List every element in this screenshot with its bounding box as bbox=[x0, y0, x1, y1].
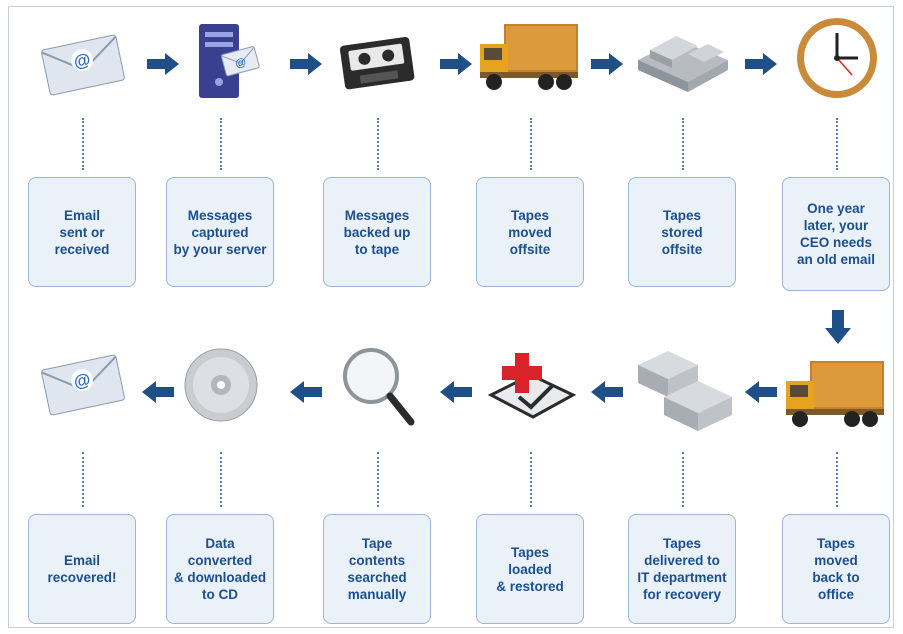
step-label: Tapes delivered to IT department for rec… bbox=[637, 536, 727, 602]
svg-text:@: @ bbox=[72, 50, 92, 72]
arrow-right-icon bbox=[440, 53, 472, 75]
diagram-frame bbox=[8, 6, 894, 628]
step-box: Data converted & downloaded to CD bbox=[166, 514, 274, 624]
connector-dots bbox=[220, 118, 222, 170]
step-box: Messages backed up to tape bbox=[323, 177, 431, 287]
arrow-left-icon bbox=[142, 381, 174, 403]
buildings-icon bbox=[628, 335, 738, 435]
clock-icon bbox=[782, 18, 892, 98]
cassette-tape-icon bbox=[323, 22, 433, 102]
arrow-right-icon bbox=[147, 53, 179, 75]
step-box: Email sent or received bbox=[28, 177, 136, 287]
server-icon: @ bbox=[166, 20, 276, 100]
connector-dots bbox=[82, 452, 84, 507]
connector-dots bbox=[82, 118, 84, 170]
warehouse-icon bbox=[628, 20, 738, 100]
step-box: Tape contents searched manually bbox=[323, 514, 431, 624]
arrow-right-icon bbox=[745, 53, 777, 75]
arrow-left-icon bbox=[745, 381, 777, 403]
step-label: Messages captured by your server bbox=[173, 207, 267, 257]
connector-dots bbox=[377, 452, 379, 507]
connector-dots bbox=[836, 452, 838, 507]
connector-dots bbox=[530, 452, 532, 507]
step-label: Email sent or received bbox=[54, 207, 110, 257]
connector-dots bbox=[836, 118, 838, 170]
restore-icon bbox=[476, 345, 586, 425]
step-label: Data converted & downloaded to CD bbox=[173, 536, 267, 602]
step-label: One year later, your CEO needs an old em… bbox=[796, 201, 876, 267]
arrow-left-icon bbox=[290, 381, 322, 403]
step-box: Messages captured by your server bbox=[166, 177, 274, 287]
connector-dots bbox=[682, 452, 684, 507]
step-label: Tapes moved offsite bbox=[508, 207, 552, 257]
step-label: Tapes stored offsite bbox=[661, 207, 703, 257]
arrow-right-icon bbox=[290, 53, 322, 75]
step-label: Tape contents searched manually bbox=[347, 536, 407, 602]
step-box: Tapes moved back to office bbox=[782, 514, 890, 624]
connector-dots bbox=[530, 118, 532, 170]
step-box: Tapes loaded & restored bbox=[476, 514, 584, 624]
arrow-down-icon bbox=[825, 310, 851, 344]
step-box: Tapes delivered to IT department for rec… bbox=[628, 514, 736, 624]
arrow-left-icon bbox=[440, 381, 472, 403]
arrow-left-icon bbox=[591, 381, 623, 403]
connector-dots bbox=[377, 118, 379, 170]
step-box: Tapes stored offsite bbox=[628, 177, 736, 287]
step-label: Tapes loaded & restored bbox=[496, 544, 564, 594]
svg-text:@: @ bbox=[72, 370, 92, 392]
envelope-icon: @ bbox=[28, 25, 138, 105]
envelope-icon: @ bbox=[28, 345, 138, 425]
connector-dots bbox=[682, 118, 684, 170]
svg-text:@: @ bbox=[234, 56, 248, 70]
magnifier-icon bbox=[323, 345, 433, 426]
step-box: Tapes moved offsite bbox=[476, 177, 584, 287]
step-label: Tapes moved back to office bbox=[812, 536, 860, 602]
arrow-right-icon bbox=[591, 53, 623, 75]
cd-icon bbox=[166, 345, 276, 425]
step-box: One year later, your CEO needs an old em… bbox=[782, 177, 890, 291]
step-box: Email recovered! bbox=[28, 514, 136, 624]
connector-dots bbox=[220, 452, 222, 507]
step-label: Messages backed up to tape bbox=[343, 207, 411, 257]
truck-icon bbox=[476, 18, 586, 98]
truck-icon bbox=[782, 355, 892, 435]
step-label: Email recovered! bbox=[47, 553, 117, 585]
